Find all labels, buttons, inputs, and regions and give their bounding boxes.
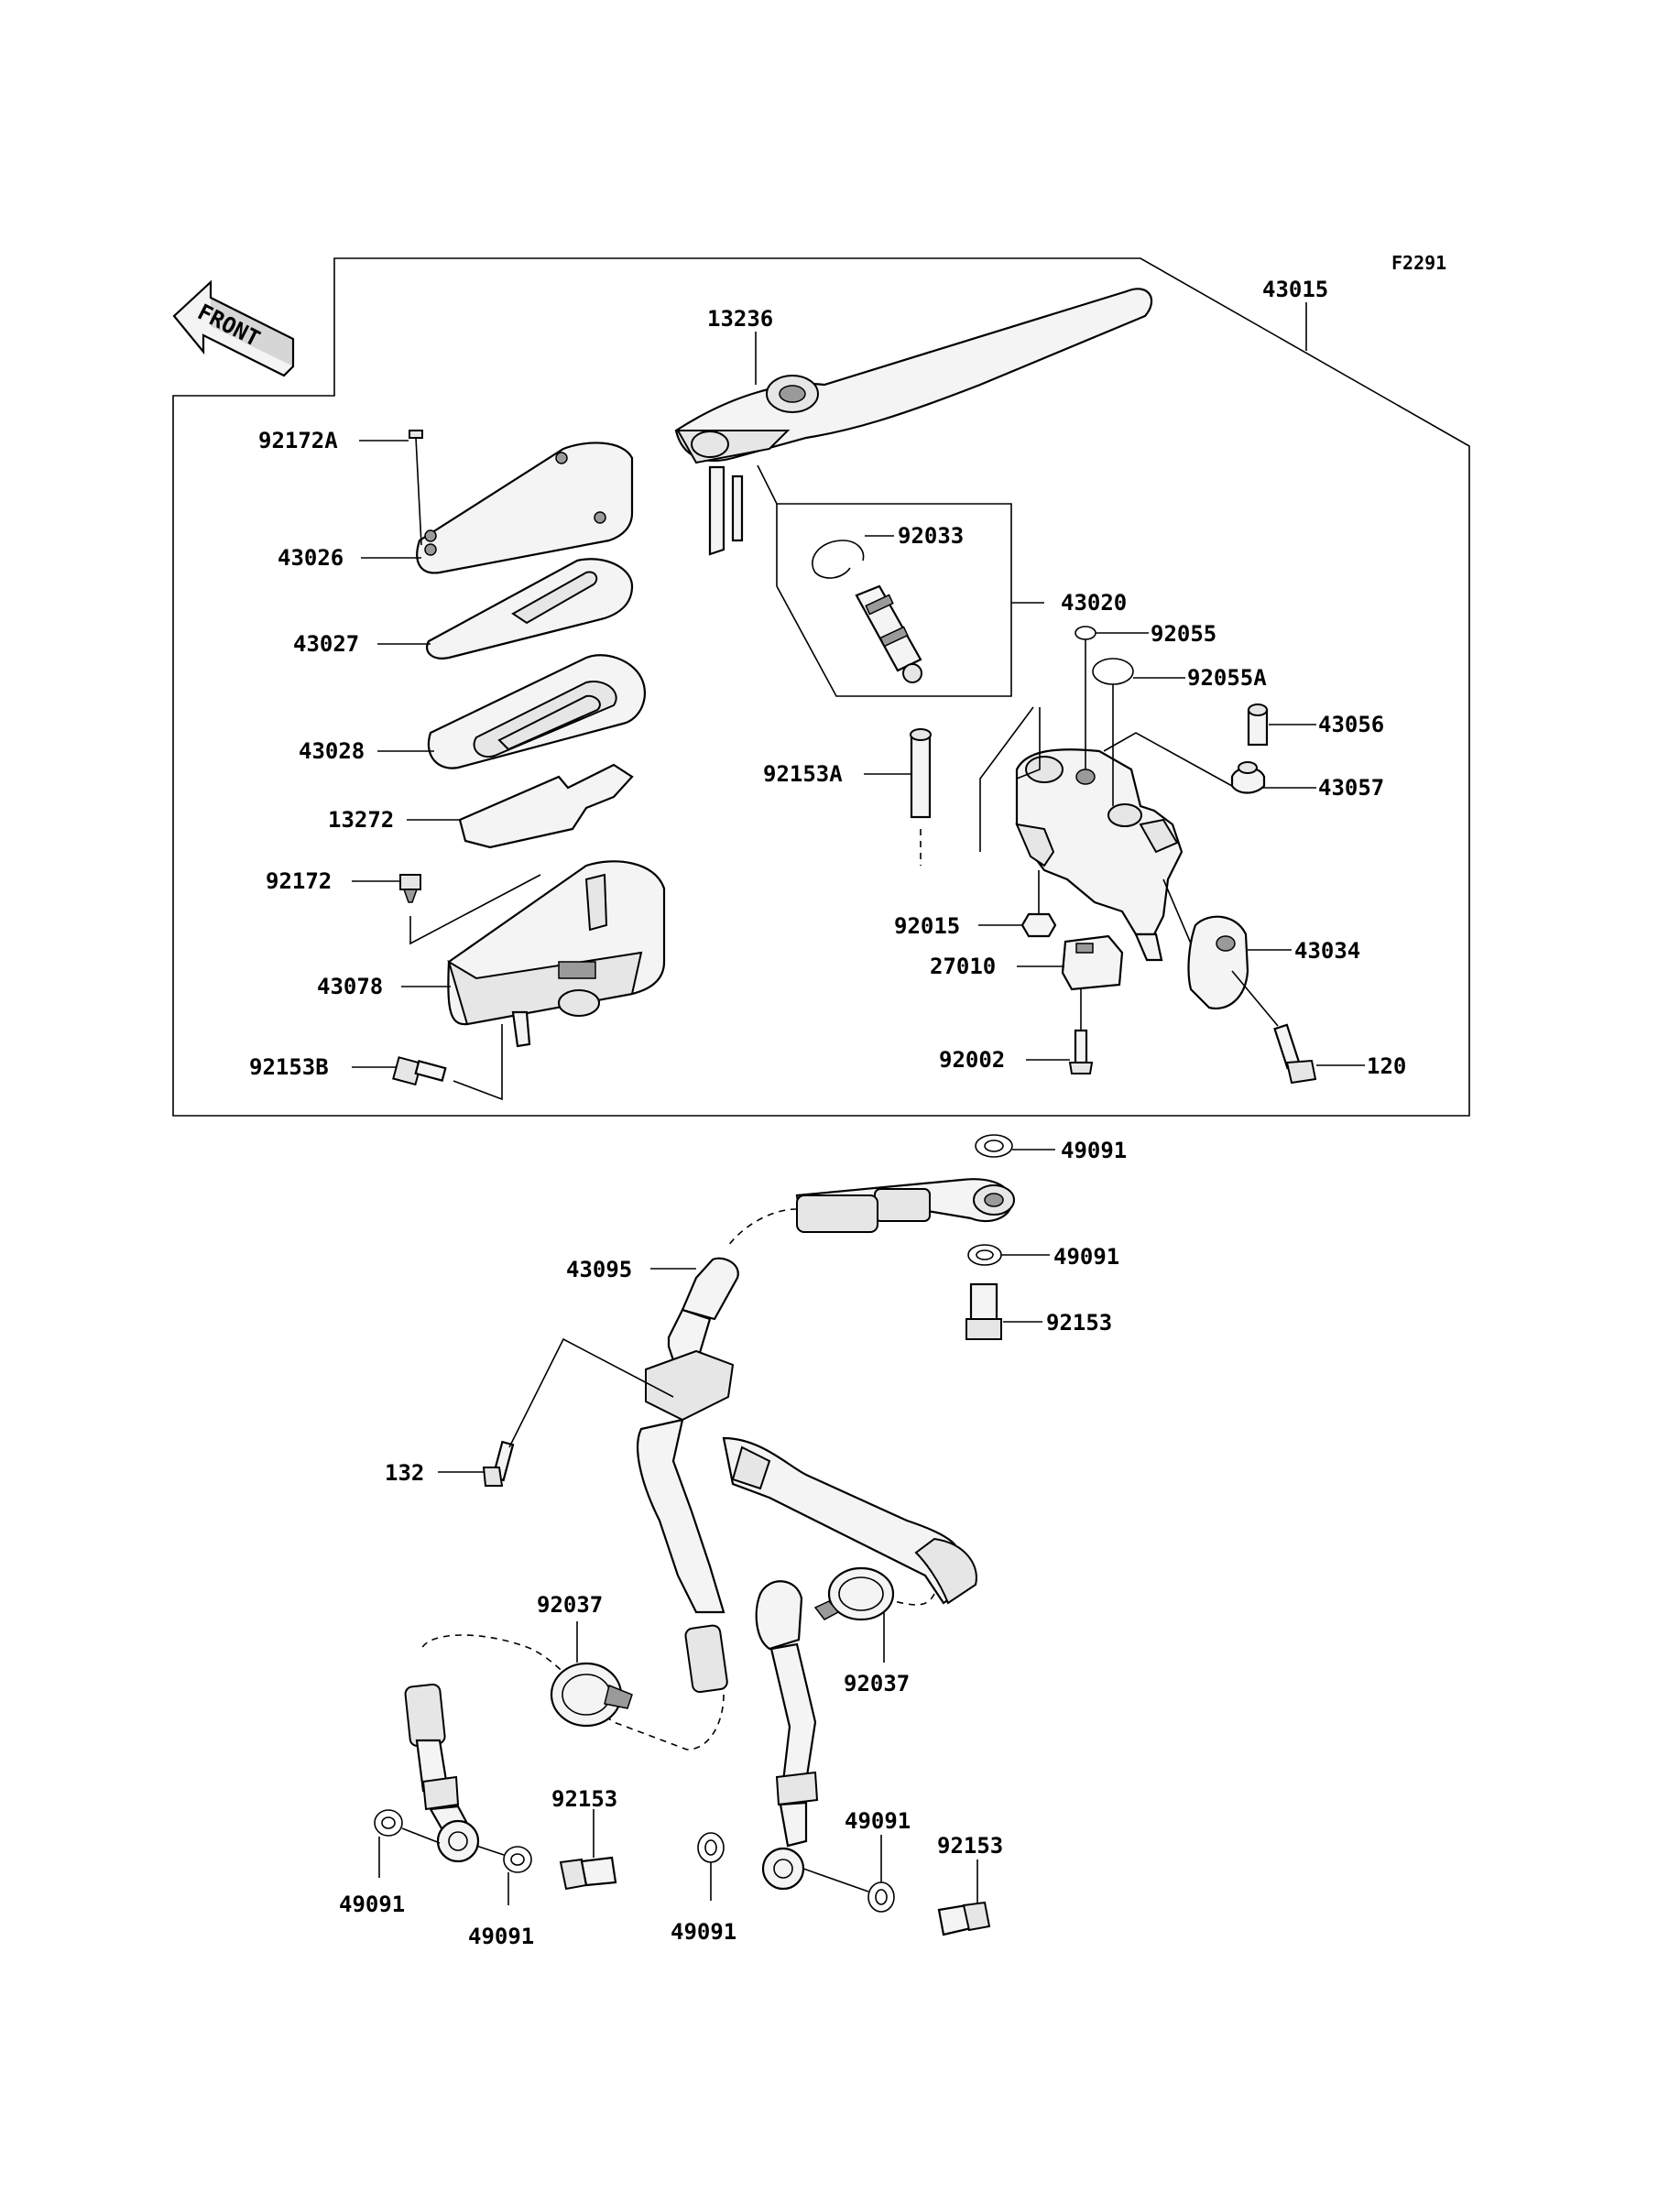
callout-43095: 43095 (566, 1257, 632, 1282)
callout-49091-e: 49091 (671, 1919, 736, 1945)
bolt-92153-br (937, 1901, 991, 1936)
callout-92015: 92015 (894, 913, 960, 939)
piston-kit-outline (776, 503, 1012, 697)
bolt-92153B (392, 1056, 447, 1086)
callout-43015: 43015 (1262, 277, 1328, 302)
callout-49091-f: 49091 (845, 1808, 911, 1834)
callout-27010: 27010 (930, 954, 996, 979)
callout-92037-a: 92037 (537, 1592, 603, 1618)
callout-132: 132 (385, 1460, 424, 1486)
callout-43026: 43026 (278, 545, 344, 571)
washer-49091-bm (503, 1846, 532, 1873)
switch-27010 (1061, 934, 1124, 991)
washer-49091-br2 (867, 1881, 895, 1913)
diaphragm-plate-43027 (425, 558, 634, 660)
circlip-92033 (812, 540, 865, 579)
callout-49091-c: 49091 (339, 1892, 405, 1917)
bleeder-43056 (1247, 703, 1269, 747)
callout-43020: 43020 (1061, 590, 1127, 616)
callout-43034: 43034 (1294, 938, 1360, 964)
diaphragm-43028 (427, 654, 646, 769)
bolt-92153-bl (559, 1856, 617, 1891)
callout-92153B: 92153B (249, 1054, 329, 1080)
callout-43028: 43028 (299, 738, 365, 764)
callout-92055: 92055 (1151, 621, 1216, 647)
callout-49091-d: 49091 (468, 1924, 534, 1949)
hose-43095 (795, 1178, 1015, 1233)
washer-49091-bl (374, 1809, 403, 1837)
screw-92172A (409, 430, 423, 546)
plate-13272 (458, 763, 634, 849)
callout-120: 120 (1367, 1053, 1406, 1079)
callout-43057: 43057 (1318, 775, 1384, 801)
bolt-92153-top (965, 1282, 1002, 1340)
brake-lever (674, 288, 1153, 556)
washer-49091-br1 (697, 1832, 725, 1863)
cap-43057 (1230, 761, 1266, 794)
figure-code: F2291 (1391, 252, 1446, 274)
callout-92037-b: 92037 (844, 1671, 910, 1696)
callout-92033: 92033 (898, 523, 964, 549)
callout-43056: 43056 (1318, 712, 1384, 737)
nut-92015 (1020, 870, 1057, 938)
screw-132 (482, 1440, 515, 1487)
callout-43078: 43078 (317, 974, 383, 999)
clamp-92037-left (550, 1662, 633, 1728)
assembly-outline (172, 257, 1470, 1117)
callout-13236: 13236 (707, 306, 773, 332)
callout-43027: 43027 (293, 631, 359, 657)
seal-92055 (1075, 626, 1096, 640)
hose-right-lower (755, 1580, 819, 1891)
hose-left-lower (404, 1683, 480, 1863)
reservoir-cap-43026 (416, 442, 634, 574)
master-cylinder-body (1015, 748, 1184, 962)
callout-92153-a: 92153 (1046, 1310, 1112, 1336)
callout-92002: 92002 (939, 1047, 1005, 1073)
piston-assembly (855, 584, 922, 683)
callout-92055A: 92055A (1187, 665, 1267, 691)
callout-92153-b: 92153 (551, 1786, 617, 1812)
bolt-120 (1231, 970, 1317, 1085)
clamp-43034 (1187, 915, 1249, 1010)
front-arrow: FRONT (172, 279, 295, 377)
pin-92153A (910, 728, 932, 819)
callout-49091-b: 49091 (1053, 1244, 1119, 1270)
callout-13272: 13272 (328, 807, 394, 833)
callout-92172A: 92172A (258, 428, 338, 453)
washer-49091-mid (967, 1244, 1002, 1266)
callout-49091-a: 49091 (1061, 1138, 1127, 1163)
reservoir-body-43078 (447, 860, 666, 1048)
screw-92172 (399, 874, 421, 903)
washer-49091-top (975, 1134, 1013, 1158)
callout-92153A: 92153A (763, 761, 843, 787)
hose-left-branch (636, 1257, 977, 1694)
clamp-92037-right (813, 1566, 895, 1621)
oring-92055A (1092, 658, 1134, 685)
screw-92002 (1068, 989, 1094, 1074)
callout-92153-c: 92153 (937, 1833, 1003, 1859)
callout-92172: 92172 (266, 868, 332, 894)
